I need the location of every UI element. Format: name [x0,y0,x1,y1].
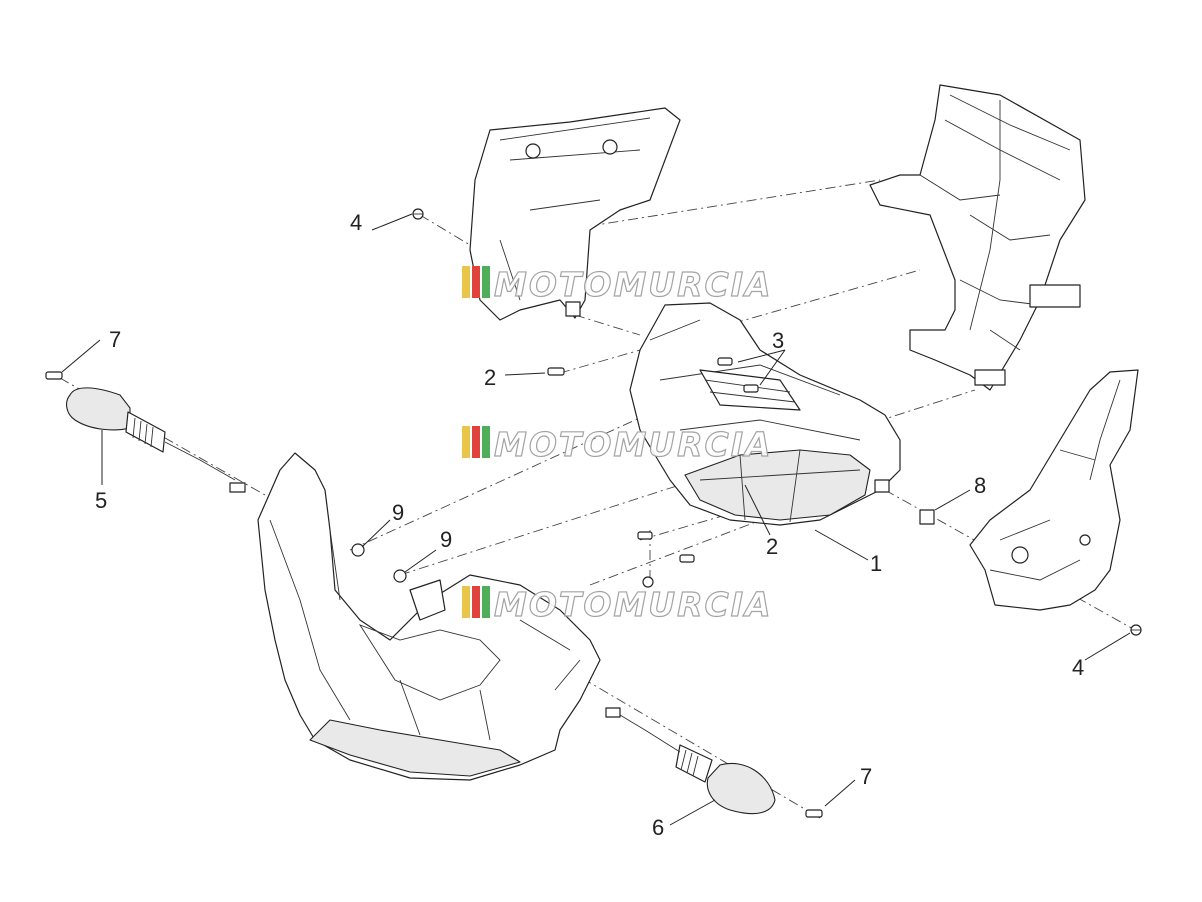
watermark-text: MOTOMURCIA [494,585,773,624]
callout-4-upper: 4 [350,210,362,235]
leader-lines [61,213,1131,826]
callout-1: 1 [870,551,882,576]
nut-9-lower [393,569,407,583]
watermark-text: MOTOMURCIA [494,265,773,304]
headlight-support-bracket [869,84,1086,391]
watermark-middle: MOTOMURCIA [462,424,773,465]
callout-2-left: 2 [484,365,496,390]
watermark-stripe-red [472,426,480,458]
screw-7-left [45,371,63,380]
callout-8: 8 [974,473,986,498]
screw-7-right [805,809,823,818]
callout-labels: 1 2 2 3 4 4 5 6 7 7 8 9 9 [95,210,1084,840]
callout-9-lower: 9 [440,527,452,552]
screw-4-lower [1130,624,1142,636]
watermark-stripe-red [472,586,480,618]
callout-3: 3 [772,328,784,353]
watermark-text: MOTOMURCIA [494,425,773,464]
watermark-stripe-green [482,586,490,618]
watermark-stripe-green [482,266,490,298]
nut-9-upper [351,543,365,557]
screw-4-upper [412,208,424,220]
callout-9-upper: 9 [392,500,404,525]
left-indicator [66,387,246,493]
callout-7-right: 7 [860,764,872,789]
callout-5: 5 [95,488,107,513]
callout-2-bottom: 2 [766,534,778,559]
watermark-top: MOTOMURCIA [462,264,773,305]
right-indicator [605,707,776,815]
screw-3 [717,357,759,393]
watermark-stripe-yellow [462,266,470,298]
callout-4-lower: 4 [1072,655,1084,680]
watermark-stripe-yellow [462,426,470,458]
screw-2-left [547,367,565,376]
front-fairing [257,452,601,781]
headlight-assembly [629,302,901,526]
clip-8 [919,509,935,525]
watermark-stripe-yellow [462,586,470,618]
watermark-stripe-green [482,426,490,458]
callout-7-left: 7 [109,327,121,352]
watermark-stripe-red [472,266,480,298]
callout-6: 6 [652,815,664,840]
right-inner-panel [969,369,1139,611]
watermark-bottom: MOTOMURCIA [462,584,773,625]
screw-2-middle [637,531,695,588]
